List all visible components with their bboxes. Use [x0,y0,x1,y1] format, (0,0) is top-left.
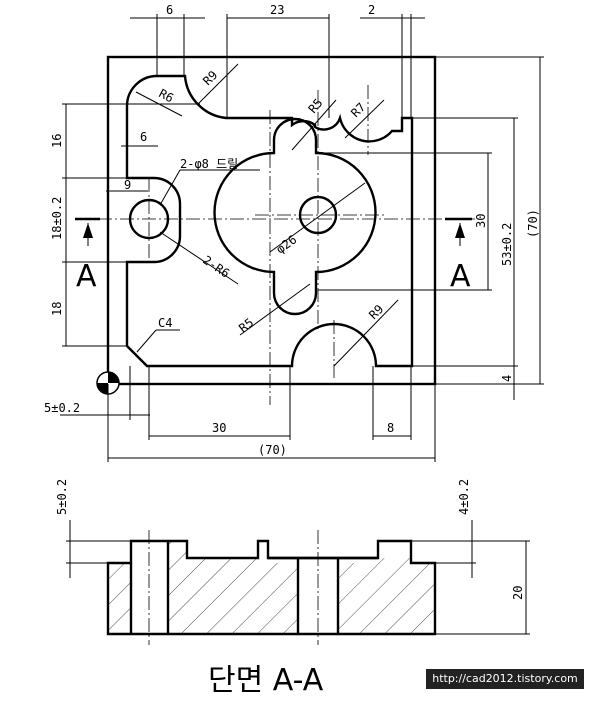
left-dimensions: 16 18±0.2 18 6 9 [50,103,200,347]
section-mark-right: A [450,259,471,294]
section-title: 단면 A-A [208,663,324,698]
origin-symbol [96,371,120,395]
dim-section-20: 20 [511,586,525,600]
callout-r5-bottom: R5 [236,315,256,335]
slot-outline [213,117,377,316]
dim-right-4: 4 [500,375,514,382]
dim-inner-6: 6 [140,130,147,144]
plate-outline [106,55,437,386]
section-hatch-middle [168,541,298,634]
dim-section-5-tol: 5±0.2 [55,479,69,515]
right-dimensions: 30 53±0.2 4 (70) [318,56,544,400]
bottom-dimensions: 5±0.2 30 8 (70) [44,366,436,462]
dim-section-4-tol: 4±0.2 [457,479,471,515]
dim-left-18-tol: 18±0.2 [50,197,64,240]
callout-phi26: φ26 [274,232,300,256]
dim-bottom-8: 8 [387,421,394,435]
callout-r5-top: R5 [306,96,326,116]
callout-r6-top: R6 [157,86,176,105]
watermark: http://cad2012.tistory.com [426,669,584,689]
section-hatch-left [108,563,131,634]
section-hatch-right [338,541,435,634]
callout-r7: R7 [348,100,368,120]
callout-c4: C4 [158,316,172,330]
dim-inner-9: 9 [124,178,131,192]
dim-top-2: 2 [368,3,375,17]
callout-r9-bottom: R9 [366,302,386,322]
dim-bottom-70-paren: (70) [258,443,287,457]
dim-bottom-5-tol: 5±0.2 [44,401,80,415]
dim-bottom-30: 30 [212,421,226,435]
callout-hole: 2-φ8 드릴 [180,157,238,171]
section-mark-left: A [76,259,97,294]
dim-right-30: 30 [474,214,488,228]
dim-right-70-paren: (70) [526,209,540,238]
section-dimensions: 5±0.2 4±0.2 20 [55,479,530,635]
dim-right-53-tol: 53±0.2 [500,223,514,266]
plan-view: A A 6 23 2 [44,3,544,462]
dim-top-23: 23 [270,3,284,17]
top-dimensions: 6 23 2 [130,3,425,131]
section-view: 5±0.2 4±0.2 20 단면 A-A [55,479,530,698]
dim-left-18: 18 [50,302,64,316]
dim-left-16: 16 [50,134,64,148]
dim-top-6: 6 [166,3,173,17]
